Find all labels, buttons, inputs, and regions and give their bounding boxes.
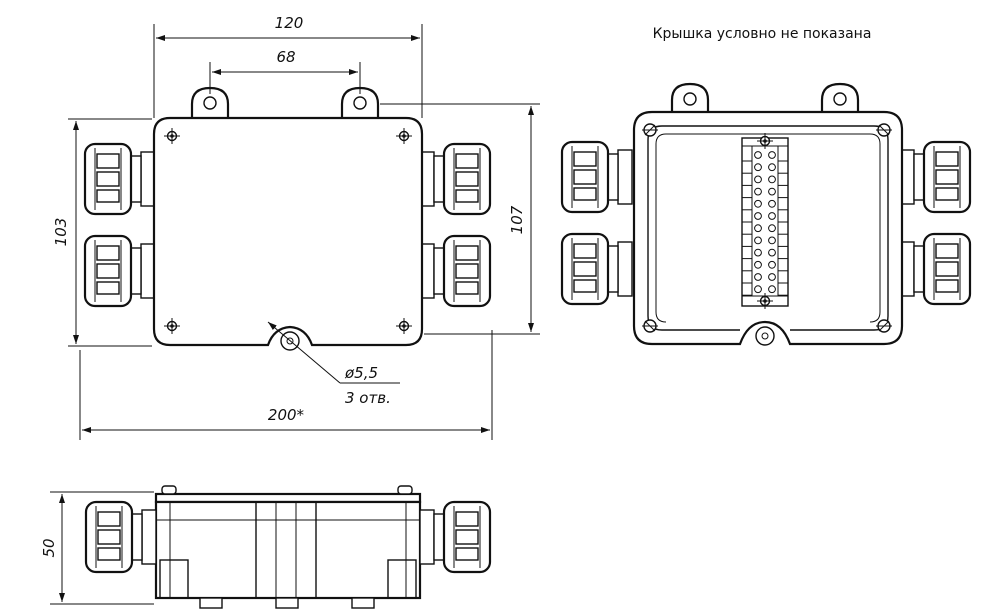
terminal-screw xyxy=(754,175,762,184)
dim-side-height: 50 xyxy=(40,538,58,557)
dim-top-width: 120 xyxy=(275,14,304,32)
dim-left-height: 103 xyxy=(52,218,70,247)
terminal-screw xyxy=(754,212,762,220)
terminal-screw xyxy=(768,151,776,159)
open-view: Крышка условно не показана xyxy=(560,26,972,346)
terminal-screw xyxy=(768,212,776,220)
terminal-screw xyxy=(768,248,776,257)
terminal-screw xyxy=(768,175,776,184)
dim-hole-spacing: 68 xyxy=(276,48,295,66)
dim-right-height: 107 xyxy=(508,205,526,234)
terminal-screw xyxy=(754,187,762,196)
side-view: 50 xyxy=(40,485,492,609)
terminal-screw xyxy=(754,199,762,208)
terminal-screw xyxy=(768,199,776,208)
terminal-screw xyxy=(754,285,762,294)
terminal-screw xyxy=(754,248,762,257)
terminal-screw xyxy=(754,260,762,269)
terminal-screw xyxy=(754,236,762,245)
terminal-screw xyxy=(754,224,762,233)
dim-hole-diameter: ø5,5 xyxy=(344,364,378,382)
terminal-screw xyxy=(768,187,776,196)
terminal-screw xyxy=(768,273,776,281)
front-view: 120 68 103 107 200* ø5,5 3 отв. xyxy=(52,14,540,440)
terminal-screw xyxy=(768,236,776,245)
terminal-screw xyxy=(754,151,762,159)
dim-total-width: 200* xyxy=(268,406,305,424)
dim-hole-count: 3 отв. xyxy=(345,389,391,407)
terminal-screw xyxy=(768,163,776,172)
terminal-screw xyxy=(754,163,762,172)
terminal-screw xyxy=(768,260,776,269)
terminal-screw xyxy=(754,273,762,281)
note-cover-not-shown: Крышка условно не показана xyxy=(653,26,872,42)
terminal-block xyxy=(741,132,789,310)
terminal-screw xyxy=(768,285,776,294)
terminal-screw xyxy=(768,224,776,233)
